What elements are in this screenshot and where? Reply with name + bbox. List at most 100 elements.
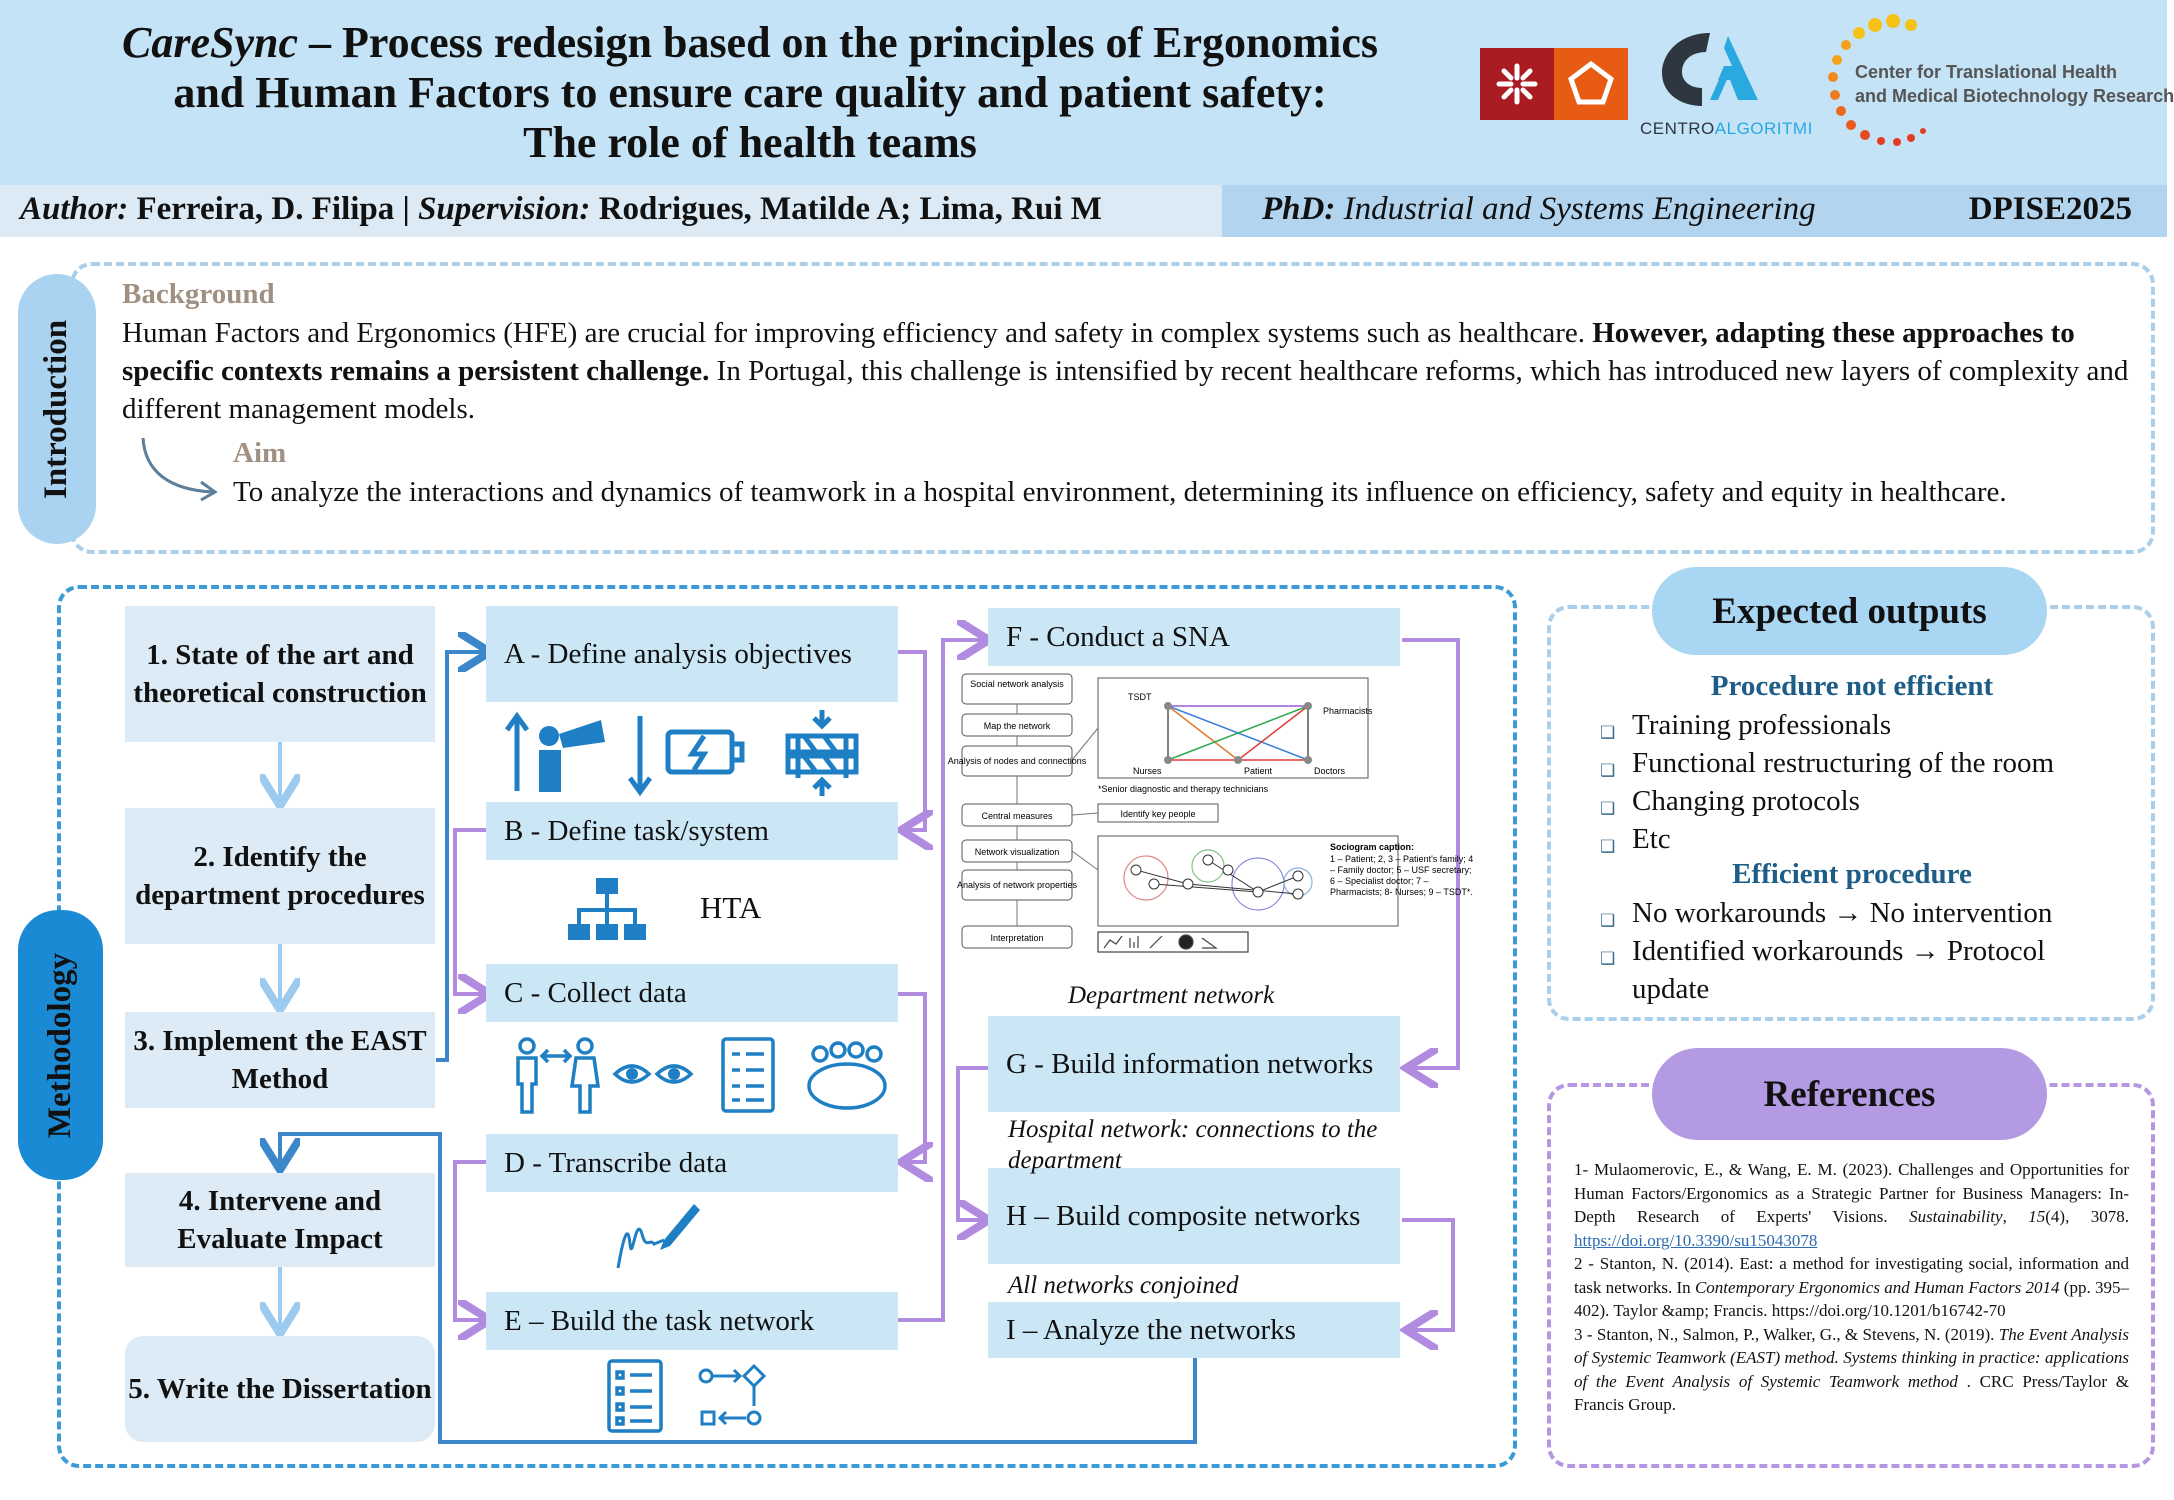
list-item-text: No workarounds → No intervention — [1632, 897, 2053, 929]
list-item-text: Functional restructuring of the room — [1632, 747, 2055, 779]
background-sentence-1: Human Factors and Ergonomics (HFE) are c… — [122, 317, 1593, 349]
sna-node-patient: Patient — [1244, 766, 1273, 776]
not-efficient-heading: Procedure not efficient — [1710, 670, 1994, 702]
department-network-note: Department network — [1068, 982, 1275, 1009]
task-G-box: G - Build information networks — [988, 1016, 1400, 1112]
sna-step-5: Network visualization — [975, 847, 1060, 857]
list-item: ❑Identified workarounds → Protocol updat… — [1600, 932, 2120, 1008]
sna-footnote: *Senior diagnostic and therapy technicia… — [1098, 784, 1269, 794]
list-item: ❑Functional restructuring of the room — [1600, 744, 2054, 782]
cth-dots-icon — [1828, 14, 1926, 146]
list-item-text: Etc — [1632, 823, 1671, 855]
square-bullet-icon: ❑ — [1600, 949, 1616, 968]
arrow-step3-taskA — [436, 652, 486, 1062]
methodology-pill: Methodology — [18, 910, 103, 1180]
sna-diagram: Social network analysis Map the network … — [948, 673, 1473, 953]
step-4-label: 4. Intervene and Evaluate Impact — [177, 1185, 383, 1255]
step-5-box: 5. Write the Dissertation — [125, 1336, 435, 1442]
sna-step-4: Central measures — [981, 811, 1053, 821]
sociogram-caption-3: 6 – Specialist doctor; 7 – — [1330, 876, 1429, 886]
task-G-label: G - Build information networks — [1006, 1048, 1374, 1080]
all-networks-note: All networks conjoined — [1008, 1272, 1239, 1299]
step-3-label: 3. Implement the EAST Method — [133, 1025, 427, 1095]
step-2-label: 2. Identify the department procedures — [135, 841, 425, 911]
sna-step-6: Analysis of network properties — [957, 880, 1078, 890]
task-B-label: B - Define task/system — [504, 815, 769, 847]
sna-node-tsdt: TSDT — [1128, 692, 1152, 702]
task-I-box: I – Analyze the networks — [988, 1302, 1400, 1358]
reference-1-doi-link[interactable]: https://doi.org/10.3390/su15043078 — [1574, 1230, 1818, 1250]
phd-program: Industrial and Systems Engineering — [1335, 191, 1816, 227]
meeting-table-icon — [807, 1041, 887, 1110]
arrow-C-D — [898, 992, 925, 1162]
sna-node-nurses: Nurses — [1133, 766, 1162, 776]
arrow-F-G — [1402, 638, 1460, 1068]
task-I-label: I – Analyze the networks — [1006, 1314, 1296, 1346]
task-B-box: B - Define task/system — [486, 802, 898, 860]
task-A-box: A - Define analysis objectives — [486, 606, 898, 702]
checklist-icon — [721, 1037, 775, 1113]
not-efficient-list: ❑Training professionals ❑Functional rest… — [1600, 706, 2054, 858]
arrow-G-H — [956, 1066, 988, 1220]
references-pill: References — [1652, 1048, 2047, 1140]
sociogram-caption-2: – Family doctor; 5 – USF secretary; — [1330, 865, 1472, 875]
cth-logo: Center for Translational Health and Medi… — [1815, 14, 2174, 155]
background-bold-sentence: However, adapting these approaches to sp… — [122, 317, 2075, 387]
efficient-heading: Efficient procedure — [1732, 858, 1972, 890]
arrow-B-C — [453, 828, 486, 994]
list-item: ❑No workarounds → No intervention — [1600, 894, 2120, 932]
uminho-logo — [1480, 48, 1628, 120]
introduction-pill: Introduction — [18, 274, 96, 544]
list-item: ❑ Training professionals — [1600, 706, 2054, 744]
algoritmi-mark-icon — [1662, 33, 1758, 106]
references-title: References — [1763, 1073, 1936, 1115]
list-item: ❑Changing protocols — [1600, 782, 2054, 820]
header-banner — [0, 0, 2167, 185]
title-line-2: and Human Factors to ensure care quality… — [173, 68, 1327, 117]
list-item-text: Training professionals — [1632, 709, 1892, 741]
hospital-network-note: Hospital network: connections to the dep… — [1008, 1116, 1378, 1174]
sna-step-7: Interpretation — [990, 933, 1043, 943]
poster-title: CareSync – Process redesign based on the… — [40, 18, 1460, 168]
background-sentence-2: In Portugal, this challenge is intensifi… — [122, 355, 2129, 425]
task-D-box: D - Transcribe data — [486, 1134, 898, 1192]
cth-name-line-2: and Medical Biotechnology Research — [1855, 86, 2174, 106]
hta-label: HTA — [700, 890, 762, 925]
task-F-box: F - Conduct a SNA — [988, 608, 1400, 666]
task-H-label: H – Build composite networks — [1006, 1200, 1361, 1232]
task-D-label: D - Transcribe data — [504, 1147, 728, 1179]
binoculars-person-icon — [504, 711, 605, 792]
flow-diagram-icon — [698, 1363, 767, 1426]
square-bullet-icon: ❑ — [1600, 723, 1616, 742]
reference-1: 1- Mulaomerovic, E., & Wang, E. M. (2023… — [1574, 1160, 2130, 1250]
task-F-label: F - Conduct a SNA — [1006, 621, 1230, 653]
sna-step-3: Analysis of nodes and connections — [948, 756, 1087, 766]
task-A-label: A - Define analysis objectives — [504, 638, 852, 670]
supervision-names: Rodrigues, Matilde A; Lima, Rui M — [590, 191, 1102, 227]
sociogram-caption-1: 1 – Patient; 2, 3 – Patient's family; 4 — [1330, 854, 1473, 864]
square-bullet-icon: ❑ — [1600, 837, 1616, 856]
task-H-box: H – Build composite networks — [988, 1168, 1400, 1264]
curved-arrow-icon — [141, 437, 218, 502]
title-line-3: The role of health teams — [523, 118, 977, 167]
hierarchy-icon — [568, 878, 646, 940]
arrow-taskE-step4 — [280, 1132, 1197, 1444]
step-5-label: 5. Write the Dissertation — [128, 1373, 432, 1405]
background-text: Human Factors and Ergonomics (HFE) are c… — [122, 314, 2132, 428]
task-E-box: E – Build the task network — [486, 1292, 898, 1350]
step-1-box: 1. State of the art and theoretical cons… — [125, 606, 435, 742]
title-project-name: CareSync — [121, 18, 298, 67]
author-name: Ferreira, D. Filipa | — [128, 191, 419, 227]
square-bullet-icon: ❑ — [1600, 799, 1616, 818]
step-4-box: 4. Intervene and Evaluate Impact — [125, 1173, 435, 1267]
arrow-D-E — [453, 1160, 486, 1320]
phd-label: PhD: — [1262, 191, 1336, 227]
event-code: DPISE2025 — [1968, 191, 2132, 227]
barrier-icon — [785, 710, 859, 796]
algoritmi-text-b: ALGORITMI — [1714, 119, 1813, 138]
sna-step-1: Social network analysis — [970, 679, 1064, 689]
task-list-icon — [607, 1359, 663, 1433]
sociogram-caption-title: Sociogram caption: — [1330, 842, 1414, 852]
efficient-list: ❑No workarounds → No intervention ❑Ident… — [1600, 894, 2120, 1008]
